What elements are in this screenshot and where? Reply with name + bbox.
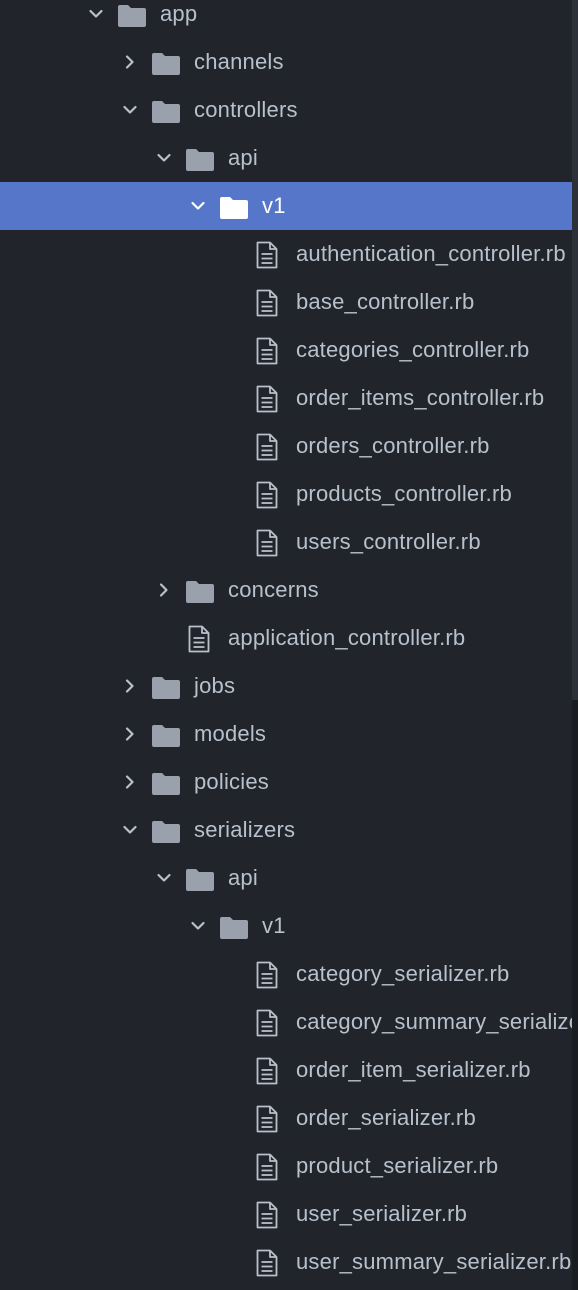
- file-label: order_item_serializer.rb: [296, 1057, 531, 1082]
- tree-folder-row[interactable]: policies: [0, 758, 572, 806]
- tree-file-row[interactable]: products_controller.rb: [0, 470, 572, 518]
- chevron-right-icon[interactable]: [156, 582, 172, 598]
- tree-file-row[interactable]: base_controller.rb: [0, 278, 572, 326]
- chevron-down-icon[interactable]: [122, 102, 138, 118]
- tree-file-row[interactable]: category_summary_serializer.rb: [0, 998, 572, 1046]
- file-icon: [256, 1153, 278, 1181]
- file-icon: [256, 1009, 278, 1037]
- tree-file-row[interactable]: order_serializer.rb: [0, 1094, 572, 1142]
- chevron-down-icon[interactable]: [122, 822, 138, 838]
- chevron-right-icon[interactable]: [122, 54, 138, 70]
- file-icon: [256, 529, 278, 557]
- file-label: application_controller.rb: [228, 625, 466, 650]
- tree-file-row[interactable]: categories_controller.rb: [0, 326, 572, 374]
- tree-folder-row[interactable]: concerns: [0, 566, 572, 614]
- file-icon: [256, 1249, 278, 1277]
- folder-label: controllers: [194, 97, 298, 122]
- file-label: order_serializer.rb: [296, 1105, 476, 1130]
- folder-label: models: [194, 721, 267, 746]
- tree-folder-row[interactable]: jobs: [0, 662, 572, 710]
- tree-folder-row[interactable]: api: [0, 134, 572, 182]
- folder-label: channels: [194, 49, 284, 74]
- file-label: base_controller.rb: [296, 289, 475, 314]
- tree-file-row[interactable]: user_summary_serializer.rb: [0, 1238, 572, 1286]
- chevron-right-icon[interactable]: [122, 678, 138, 694]
- tree-file-row[interactable]: users_controller.rb: [0, 518, 572, 566]
- folder-label: v1: [262, 193, 286, 218]
- file-label: products_controller.rb: [296, 481, 512, 506]
- tree-folder-row[interactable]: v1: [0, 902, 572, 950]
- tree-file-row[interactable]: orders_controller.rb: [0, 422, 572, 470]
- file-icon: [256, 337, 278, 365]
- file-label: user_serializer.rb: [296, 1201, 468, 1226]
- tree-folder-row[interactable]: controllers: [0, 86, 572, 134]
- file-icon: [188, 625, 210, 653]
- folder-label: api: [228, 145, 258, 170]
- file-label: categories_controller.rb: [296, 337, 530, 362]
- tree-folder-row[interactable]: models: [0, 710, 572, 758]
- tree-folder-row[interactable]: app: [0, 0, 572, 38]
- file-icon: [256, 433, 278, 461]
- file-label: category_serializer.rb: [296, 961, 510, 986]
- tree-file-row[interactable]: order_items_controller.rb: [0, 374, 572, 422]
- file-label: product_serializer.rb: [296, 1153, 499, 1178]
- folder-icon: [118, 5, 146, 27]
- chevron-down-icon[interactable]: [156, 870, 172, 886]
- folder-label: serializers: [194, 817, 296, 842]
- tree-file-row[interactable]: application_controller.rb: [0, 614, 572, 662]
- tree-file-row[interactable]: user_serializer.rb: [0, 1190, 572, 1238]
- file-icon: [256, 481, 278, 509]
- folder-label: app: [160, 1, 198, 26]
- folder-icon: [220, 917, 248, 939]
- file-icon: [256, 289, 278, 317]
- folder-icon: [152, 101, 180, 123]
- folder-icon: [152, 773, 180, 795]
- folder-label: jobs: [194, 673, 236, 698]
- tree-file-row[interactable]: product_serializer.rb: [0, 1142, 572, 1190]
- file-icon: [256, 385, 278, 413]
- file-icon: [256, 1201, 278, 1229]
- file-label: authentication_controller.rb: [296, 241, 566, 266]
- file-label: users_controller.rb: [296, 529, 481, 554]
- chevron-down-icon[interactable]: [88, 6, 104, 22]
- chevron-right-icon[interactable]: [122, 726, 138, 742]
- folder-icon: [152, 53, 180, 75]
- tree-folder-row[interactable]: channels: [0, 38, 572, 86]
- folder-icon: [186, 581, 214, 603]
- chevron-down-icon[interactable]: [156, 150, 172, 166]
- folder-label: v1: [262, 913, 286, 938]
- folder-icon: [152, 677, 180, 699]
- tree-file-row[interactable]: authentication_controller.rb: [0, 230, 572, 278]
- folder-icon: [220, 197, 248, 219]
- folder-label: api: [228, 865, 258, 890]
- file-icon: [256, 1057, 278, 1085]
- chevron-right-icon[interactable]: [122, 774, 138, 790]
- scrollbar-thumb[interactable]: [572, 0, 578, 700]
- folder-label: policies: [194, 769, 269, 794]
- folder-icon: [152, 821, 180, 843]
- file-label: orders_controller.rb: [296, 433, 490, 458]
- file-icon: [256, 961, 278, 989]
- folder-label: concerns: [228, 577, 319, 602]
- scrollbar[interactable]: [572, 0, 578, 1290]
- tree-folder-row[interactable]: api: [0, 854, 572, 902]
- folder-icon: [186, 149, 214, 171]
- chevron-down-icon[interactable]: [190, 198, 206, 214]
- folder-icon: [186, 869, 214, 891]
- chevron-down-icon[interactable]: [190, 918, 206, 934]
- folder-icon: [152, 725, 180, 747]
- file-label: order_items_controller.rb: [296, 385, 545, 410]
- tree-folder-row[interactable]: serializers: [0, 806, 572, 854]
- tree-file-row[interactable]: category_serializer.rb: [0, 950, 572, 998]
- tree-folder-row[interactable]: v1: [0, 182, 572, 230]
- file-label: category_summary_serializer.rb: [296, 1009, 572, 1034]
- tree-file-row[interactable]: order_item_serializer.rb: [0, 1046, 572, 1094]
- file-icon: [256, 241, 278, 269]
- file-label: user_summary_serializer.rb: [296, 1249, 572, 1274]
- file-icon: [256, 1105, 278, 1133]
